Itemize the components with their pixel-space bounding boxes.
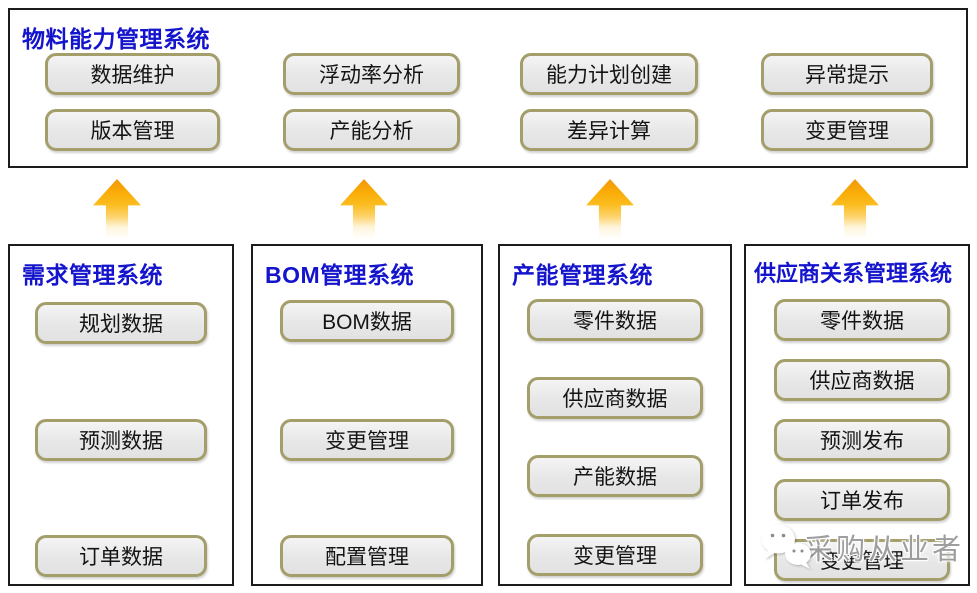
panel-capacity-management-system: 产能管理系统 零件数据 供应商数据 产能数据 变更管理 — [498, 244, 732, 586]
panel-material-capability-system: 物料能力管理系统 数据维护 浮动率分析 能力计划创建 异常提示 版本管理 产能分… — [8, 8, 968, 168]
panel-supplier-relationship-system: 供应商关系管理系统 零件数据 供应商数据 预测发布 订单发布 变更管理 — [744, 244, 970, 586]
node-supplier-data-supplier: 供应商数据 — [774, 359, 950, 401]
node-exception-alert: 异常提示 — [761, 53, 933, 95]
panel-bom-management-system: BOM管理系统 BOM数据 变更管理 配置管理 — [251, 244, 483, 586]
node-capacity-analysis: 产能分析 — [283, 109, 460, 151]
node-change-management-capacity: 变更管理 — [527, 534, 703, 576]
panel-title-demand-management: 需求管理系统 — [22, 262, 163, 288]
node-part-data-capacity: 零件数据 — [527, 299, 703, 341]
node-part-data-supplier: 零件数据 — [774, 299, 950, 341]
node-data-maintenance: 数据维护 — [45, 53, 220, 95]
node-order-release: 订单发布 — [774, 479, 950, 521]
node-order-data: 订单数据 — [35, 535, 207, 577]
node-configuration-management: 配置管理 — [280, 535, 454, 577]
panel-title-supplier-relationship: 供应商关系管理系统 — [754, 261, 953, 286]
panel-title-material-capability: 物料能力管理系统 — [22, 26, 210, 52]
node-difference-calculation: 差异计算 — [520, 109, 698, 151]
up-arrow-icon — [586, 179, 634, 239]
up-arrow-icon — [93, 179, 141, 239]
node-change-management-bom: 变更管理 — [280, 419, 454, 461]
panel-title-capacity-management: 产能管理系统 — [512, 262, 653, 288]
node-planning-data: 规划数据 — [35, 302, 207, 344]
panel-title-bom-management: BOM管理系统 — [265, 262, 415, 288]
node-capability-plan-create: 能力计划创建 — [520, 53, 698, 95]
node-supplier-data-capacity: 供应商数据 — [527, 377, 703, 419]
node-capacity-data: 产能数据 — [527, 455, 703, 497]
up-arrow-icon — [340, 179, 388, 239]
node-version-management: 版本管理 — [45, 109, 220, 151]
panel-demand-management-system: 需求管理系统 规划数据 预测数据 订单数据 — [8, 244, 234, 586]
node-float-rate-analysis: 浮动率分析 — [283, 53, 460, 95]
node-forecast-data: 预测数据 — [35, 419, 207, 461]
up-arrow-icon — [831, 179, 879, 239]
node-change-management-top: 变更管理 — [761, 109, 933, 151]
node-bom-data: BOM数据 — [280, 300, 454, 342]
node-change-management-supplier: 变更管理 — [774, 539, 950, 581]
node-forecast-release: 预测发布 — [774, 419, 950, 461]
